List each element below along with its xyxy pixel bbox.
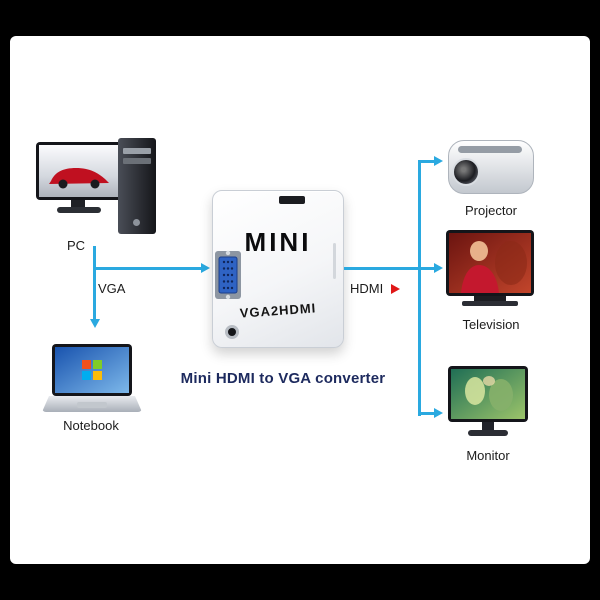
converter-brand: MINI [244, 227, 312, 257]
projector-arrow-icon [434, 156, 443, 166]
monitor-arrow-icon [434, 408, 443, 418]
vga-line-horizontal [93, 267, 201, 270]
notebook-screen-icon [52, 344, 132, 396]
tower-power-button [133, 219, 140, 226]
tv-screen-image [449, 233, 531, 293]
notebook-keyboard-icon [42, 396, 142, 412]
converter-input-arrow-icon [201, 263, 210, 273]
monitor-base [468, 430, 508, 436]
vga-label: VGA [98, 281, 126, 296]
notebook-screen-image [55, 347, 129, 393]
projector-branch-line [421, 160, 435, 163]
person-face [470, 241, 488, 261]
person-body [461, 265, 499, 293]
hdmi-line-vertical [418, 160, 421, 416]
projector-top-vent [458, 146, 522, 153]
monitor-stand [482, 422, 494, 430]
notebook-label: Notebook [63, 418, 119, 433]
tower-drive-bay [123, 148, 151, 154]
windows-logo-icon [82, 360, 102, 380]
vga-port-icon [215, 250, 241, 300]
hdmi-port-icon [279, 196, 305, 204]
notebook-arrow-icon [90, 319, 100, 328]
monitor-screen-icon [448, 366, 528, 422]
hdmi-label: HDMI [350, 281, 384, 296]
monitor-screen-image [451, 369, 525, 419]
vga-line-vertical [93, 246, 96, 320]
converter-model: VGA2HDMI [239, 300, 317, 321]
tv-branch-line [421, 267, 435, 270]
tv-base [462, 301, 518, 306]
converter-side-marking [333, 243, 336, 279]
tower-drive-bay [123, 158, 151, 164]
tv-stand [474, 296, 506, 301]
hdmi-line-horizontal [344, 267, 419, 270]
diagram-title: Mini HDMI to VGA converter [180, 370, 386, 387]
pc-label: PC [66, 238, 86, 253]
tv-arrow-icon [434, 263, 443, 273]
pc-monitor-base [57, 207, 101, 213]
audio-jack-icon [225, 325, 239, 339]
pc-screen-image [39, 145, 119, 197]
pc-monitor-icon [36, 142, 122, 200]
tv-label: Television [462, 317, 520, 332]
projector-lens-icon [452, 158, 480, 186]
notebook-touchpad [77, 402, 107, 408]
pc-monitor-neck [71, 200, 85, 207]
hdmi-red-arrow-icon [391, 284, 400, 294]
projector-label: Projector [464, 203, 518, 218]
monitor-branch-line [421, 412, 435, 415]
converter-device: MINI VGA2HDMI [212, 190, 344, 348]
monitor-label: Monitor [466, 448, 510, 463]
pc-tower-icon [118, 138, 156, 234]
tv-screen-icon [446, 230, 534, 296]
